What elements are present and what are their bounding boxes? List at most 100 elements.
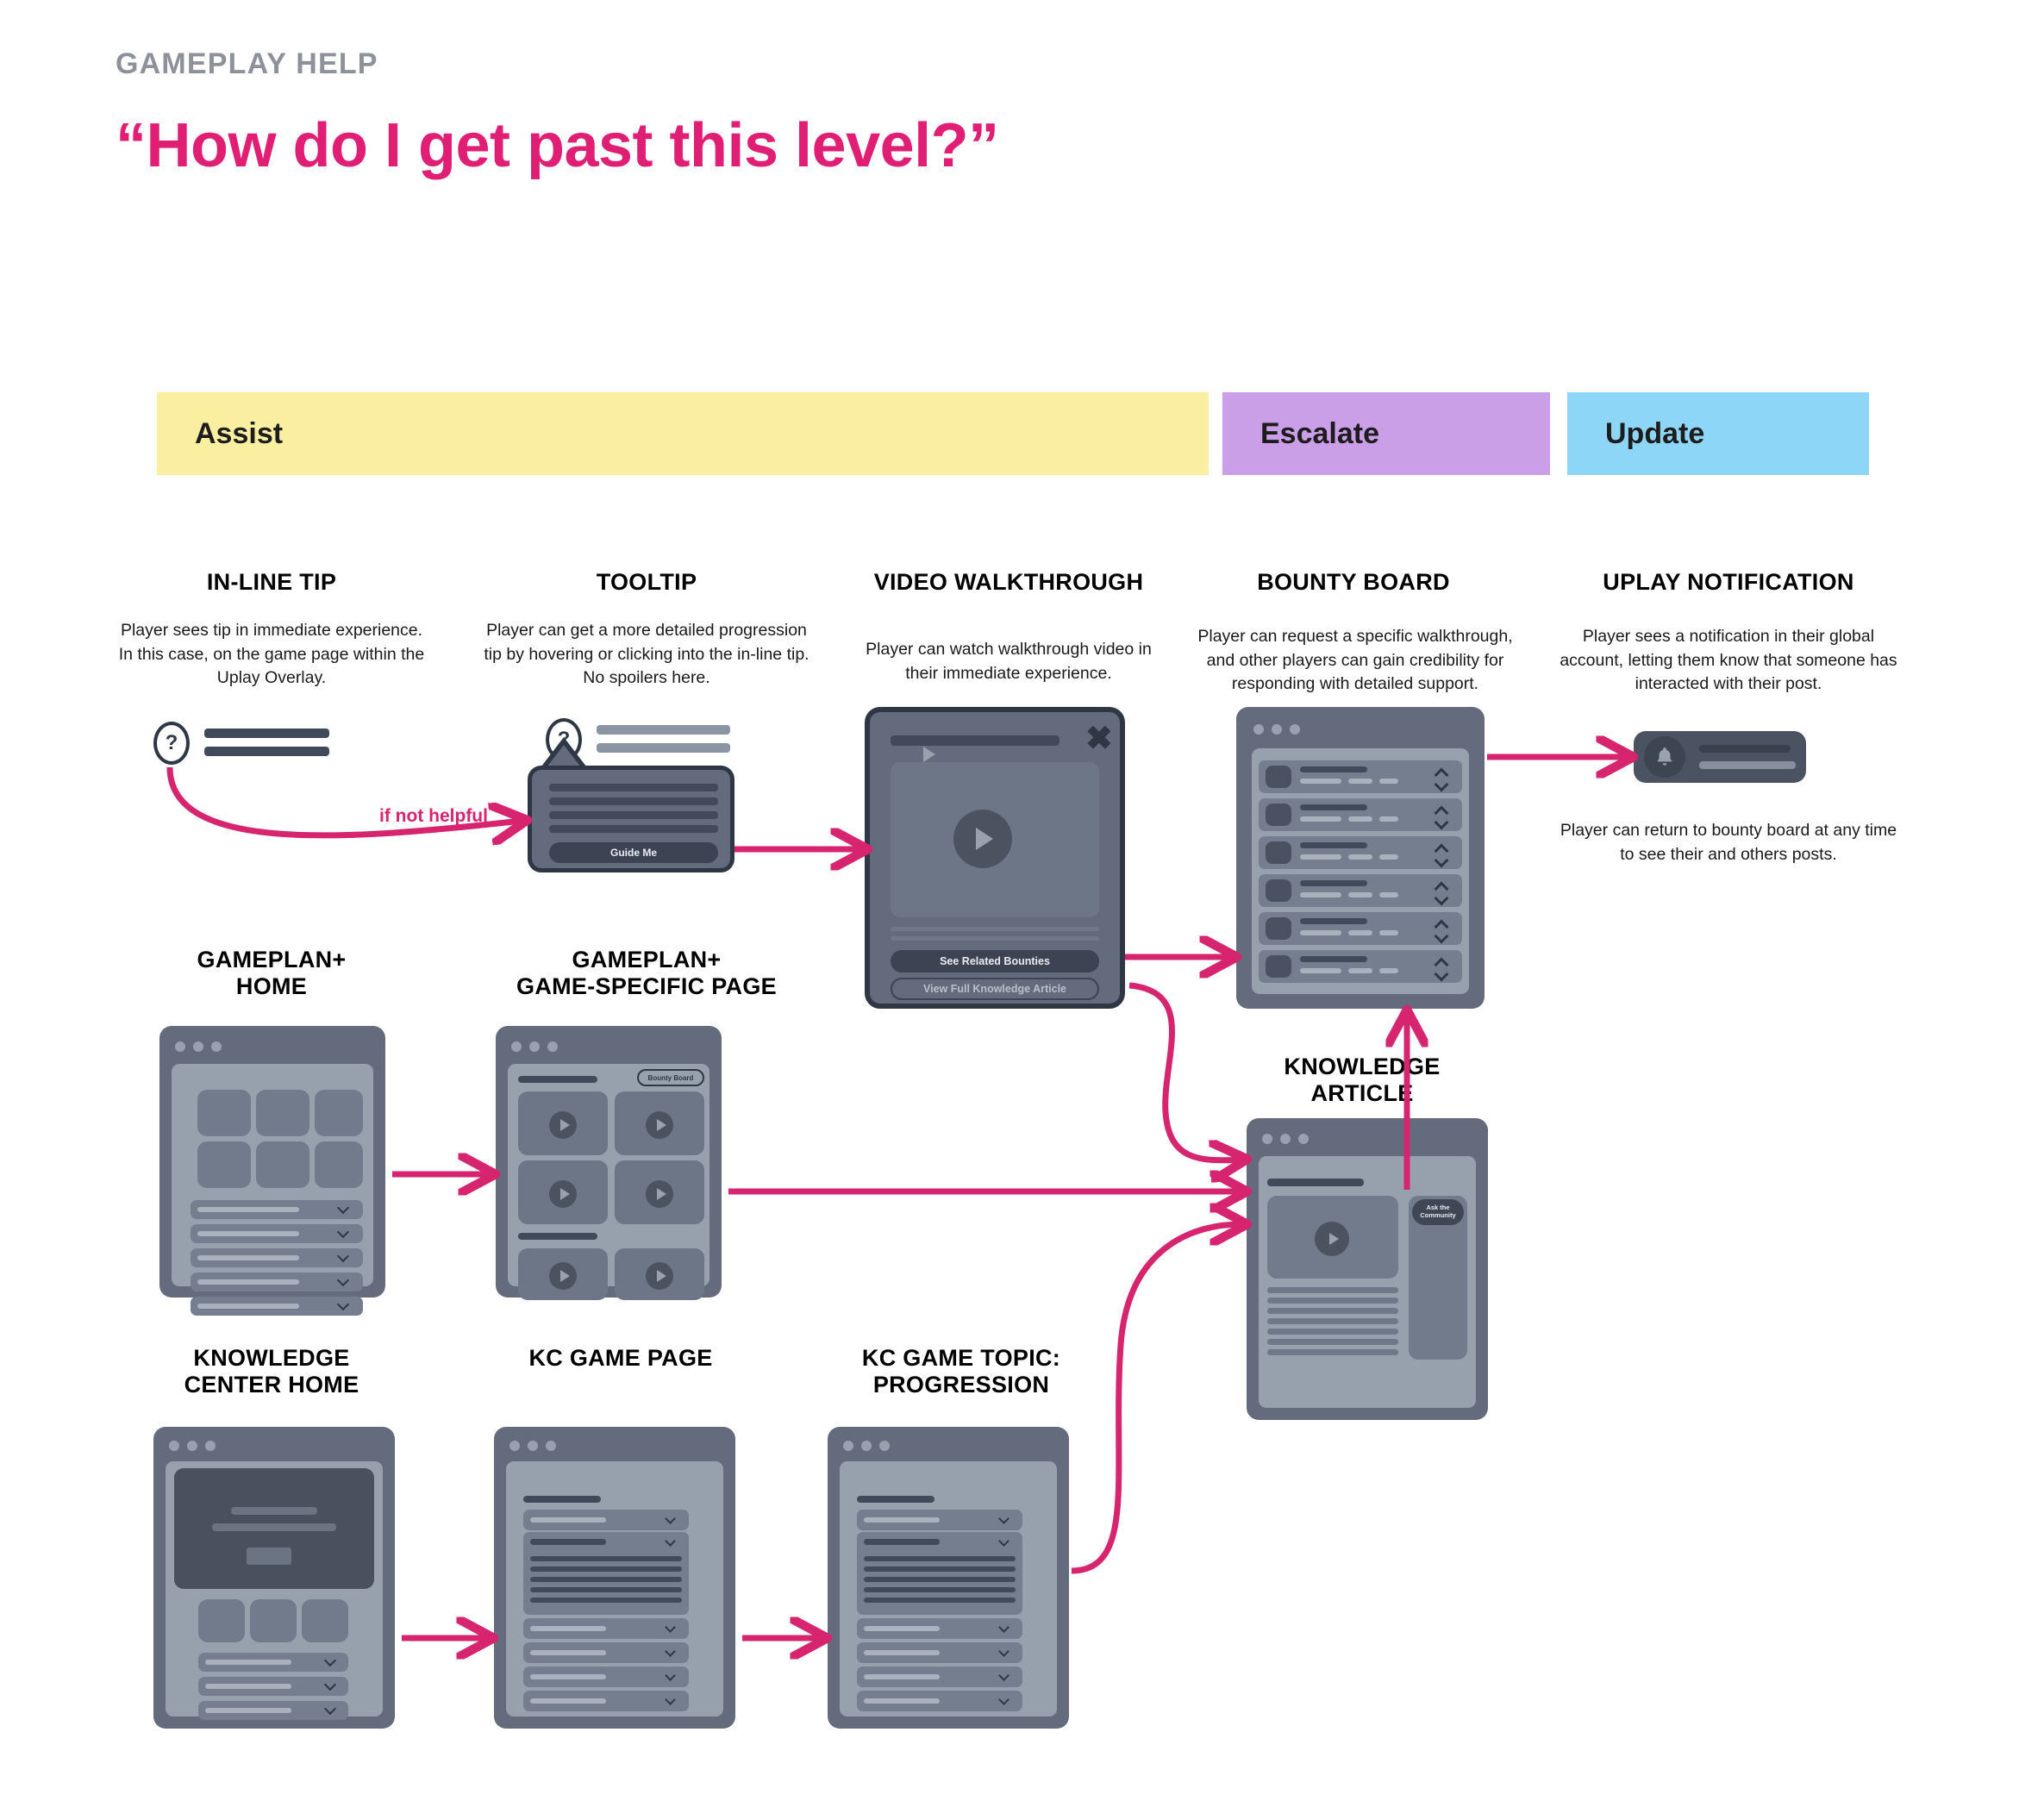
accordion-row[interactable] bbox=[857, 1667, 1022, 1687]
accordion-row[interactable] bbox=[523, 1510, 689, 1530]
node-footnote-uplay-notification: Player can return to bounty board at any… bbox=[1560, 821, 1897, 864]
play-icon[interactable] bbox=[646, 1111, 673, 1139]
accordion-row[interactable] bbox=[857, 1642, 1022, 1663]
section-title bbox=[518, 1076, 597, 1083]
accordion-row[interactable] bbox=[191, 1297, 363, 1316]
row-label bbox=[864, 1626, 940, 1631]
uplay-notification-toast[interactable] bbox=[1634, 731, 1806, 783]
tile[interactable] bbox=[250, 1599, 297, 1642]
video-tile[interactable] bbox=[615, 1248, 704, 1300]
accordion-row[interactable] bbox=[523, 1642, 689, 1663]
bounty-row[interactable] bbox=[1259, 912, 1462, 945]
tile[interactable] bbox=[197, 1141, 251, 1188]
view-full-knowledge-article-button[interactable]: View Full Knowledge Article bbox=[891, 978, 1099, 1000]
node-title-gameplan-game: GAMEPLAN+ GAME-SPECIFIC PAGE bbox=[516, 947, 777, 1000]
node-caption-inline-tip: Player sees tip in immediate experience.… bbox=[118, 621, 425, 688]
accordion-row[interactable] bbox=[198, 1701, 348, 1720]
video-meta-line-2 bbox=[891, 936, 1099, 941]
hero-cta[interactable] bbox=[247, 1548, 291, 1565]
see-related-bounties-button[interactable]: See Related Bounties bbox=[891, 950, 1099, 972]
node-caption-bounty-board: Player can request a specific walkthroug… bbox=[1197, 627, 1513, 694]
tile[interactable] bbox=[256, 1141, 309, 1188]
kc-home-window bbox=[153, 1427, 395, 1729]
tooltip-pointer-fill bbox=[547, 745, 581, 767]
bounty-board-badge[interactable]: Bounty Board bbox=[637, 1069, 704, 1086]
bounty-row[interactable] bbox=[1259, 760, 1462, 793]
tile[interactable] bbox=[256, 1090, 309, 1136]
row-label bbox=[205, 1660, 291, 1665]
accordion-row[interactable] bbox=[857, 1691, 1022, 1711]
window-dots bbox=[175, 1041, 222, 1052]
close-icon[interactable]: ✖ bbox=[1085, 721, 1113, 757]
play-icon[interactable] bbox=[953, 810, 1012, 868]
accordion-row[interactable] bbox=[198, 1653, 348, 1672]
question-mark-icon[interactable]: ? bbox=[153, 722, 190, 765]
row-label bbox=[205, 1708, 291, 1713]
play-icon[interactable] bbox=[646, 1262, 673, 1290]
tile[interactable] bbox=[315, 1141, 363, 1188]
tile[interactable] bbox=[315, 1090, 363, 1136]
bounty-board-window bbox=[1236, 707, 1485, 1009]
row-title bbox=[1300, 918, 1367, 924]
tooltip-body-line-4 bbox=[549, 825, 718, 833]
kc-game-page-window bbox=[494, 1427, 735, 1729]
video-tile[interactable] bbox=[518, 1248, 608, 1300]
category-bar-escalate: Escalate bbox=[1222, 392, 1550, 475]
bounty-row[interactable] bbox=[1259, 874, 1462, 907]
bounty-row[interactable] bbox=[1259, 950, 1462, 983]
video-tile[interactable] bbox=[518, 1091, 608, 1155]
row-label bbox=[197, 1207, 299, 1212]
body-line bbox=[864, 1566, 1016, 1572]
article-line bbox=[1267, 1308, 1398, 1314]
node-title-kc-home: KNOWLEDGE CENTER HOME bbox=[184, 1345, 359, 1398]
accordion-row[interactable] bbox=[857, 1618, 1022, 1639]
video-player-surface[interactable] bbox=[891, 762, 1099, 917]
play-icon[interactable] bbox=[646, 1180, 673, 1208]
accordion-row[interactable] bbox=[191, 1224, 363, 1243]
row-label bbox=[864, 1517, 940, 1523]
accordion-row[interactable] bbox=[198, 1677, 348, 1696]
play-icon[interactable] bbox=[549, 1180, 577, 1208]
accordion-row-expanded[interactable] bbox=[857, 1532, 1022, 1615]
accordion-row[interactable] bbox=[523, 1667, 689, 1687]
tile[interactable] bbox=[302, 1599, 348, 1642]
kc-game-topic-window bbox=[828, 1427, 1069, 1729]
avatar bbox=[1266, 879, 1291, 902]
article-line bbox=[1267, 1329, 1398, 1335]
hero-subtitle bbox=[212, 1523, 336, 1531]
avatar bbox=[1266, 917, 1291, 940]
row-meta-1 bbox=[1300, 968, 1341, 973]
play-icon[interactable] bbox=[549, 1262, 577, 1290]
row-label bbox=[197, 1255, 299, 1260]
guide-me-button[interactable]: Guide Me bbox=[549, 842, 718, 863]
tile[interactable] bbox=[198, 1599, 245, 1642]
video-tile[interactable] bbox=[518, 1160, 608, 1224]
accordion-row[interactable] bbox=[191, 1200, 363, 1219]
row-meta-3 bbox=[1379, 854, 1398, 860]
ask-the-community-button[interactable]: Ask the Community bbox=[1412, 1199, 1464, 1225]
accordion-row[interactable] bbox=[191, 1273, 363, 1291]
row-label bbox=[530, 1517, 606, 1523]
accordion-row[interactable] bbox=[523, 1691, 689, 1711]
article-line bbox=[1267, 1298, 1398, 1304]
accordion-row[interactable] bbox=[857, 1510, 1022, 1530]
node-title-kc-game-page: KC GAME PAGE bbox=[528, 1345, 713, 1371]
play-icon[interactable] bbox=[549, 1111, 577, 1139]
tooltip-body-line-1 bbox=[549, 784, 718, 791]
article-video[interactable] bbox=[1267, 1196, 1398, 1279]
row-meta-3 bbox=[1379, 968, 1398, 973]
page-eyebrow: GAMEPLAY HELP bbox=[116, 47, 378, 80]
accordion-row-expanded[interactable] bbox=[523, 1532, 689, 1615]
node-title-inline-tip: IN-LINE TIP bbox=[206, 569, 337, 595]
play-icon[interactable] bbox=[1315, 1222, 1349, 1256]
bounty-row[interactable] bbox=[1259, 798, 1462, 831]
video-tile[interactable] bbox=[615, 1160, 704, 1224]
tile[interactable] bbox=[197, 1090, 251, 1136]
video-tile[interactable] bbox=[615, 1091, 704, 1155]
article-line bbox=[1267, 1287, 1398, 1293]
inline-tip-line-1 bbox=[204, 729, 329, 738]
bounty-row[interactable] bbox=[1259, 836, 1462, 869]
hero-title bbox=[231, 1507, 317, 1515]
accordion-row[interactable] bbox=[191, 1248, 363, 1267]
accordion-row[interactable] bbox=[523, 1618, 689, 1639]
